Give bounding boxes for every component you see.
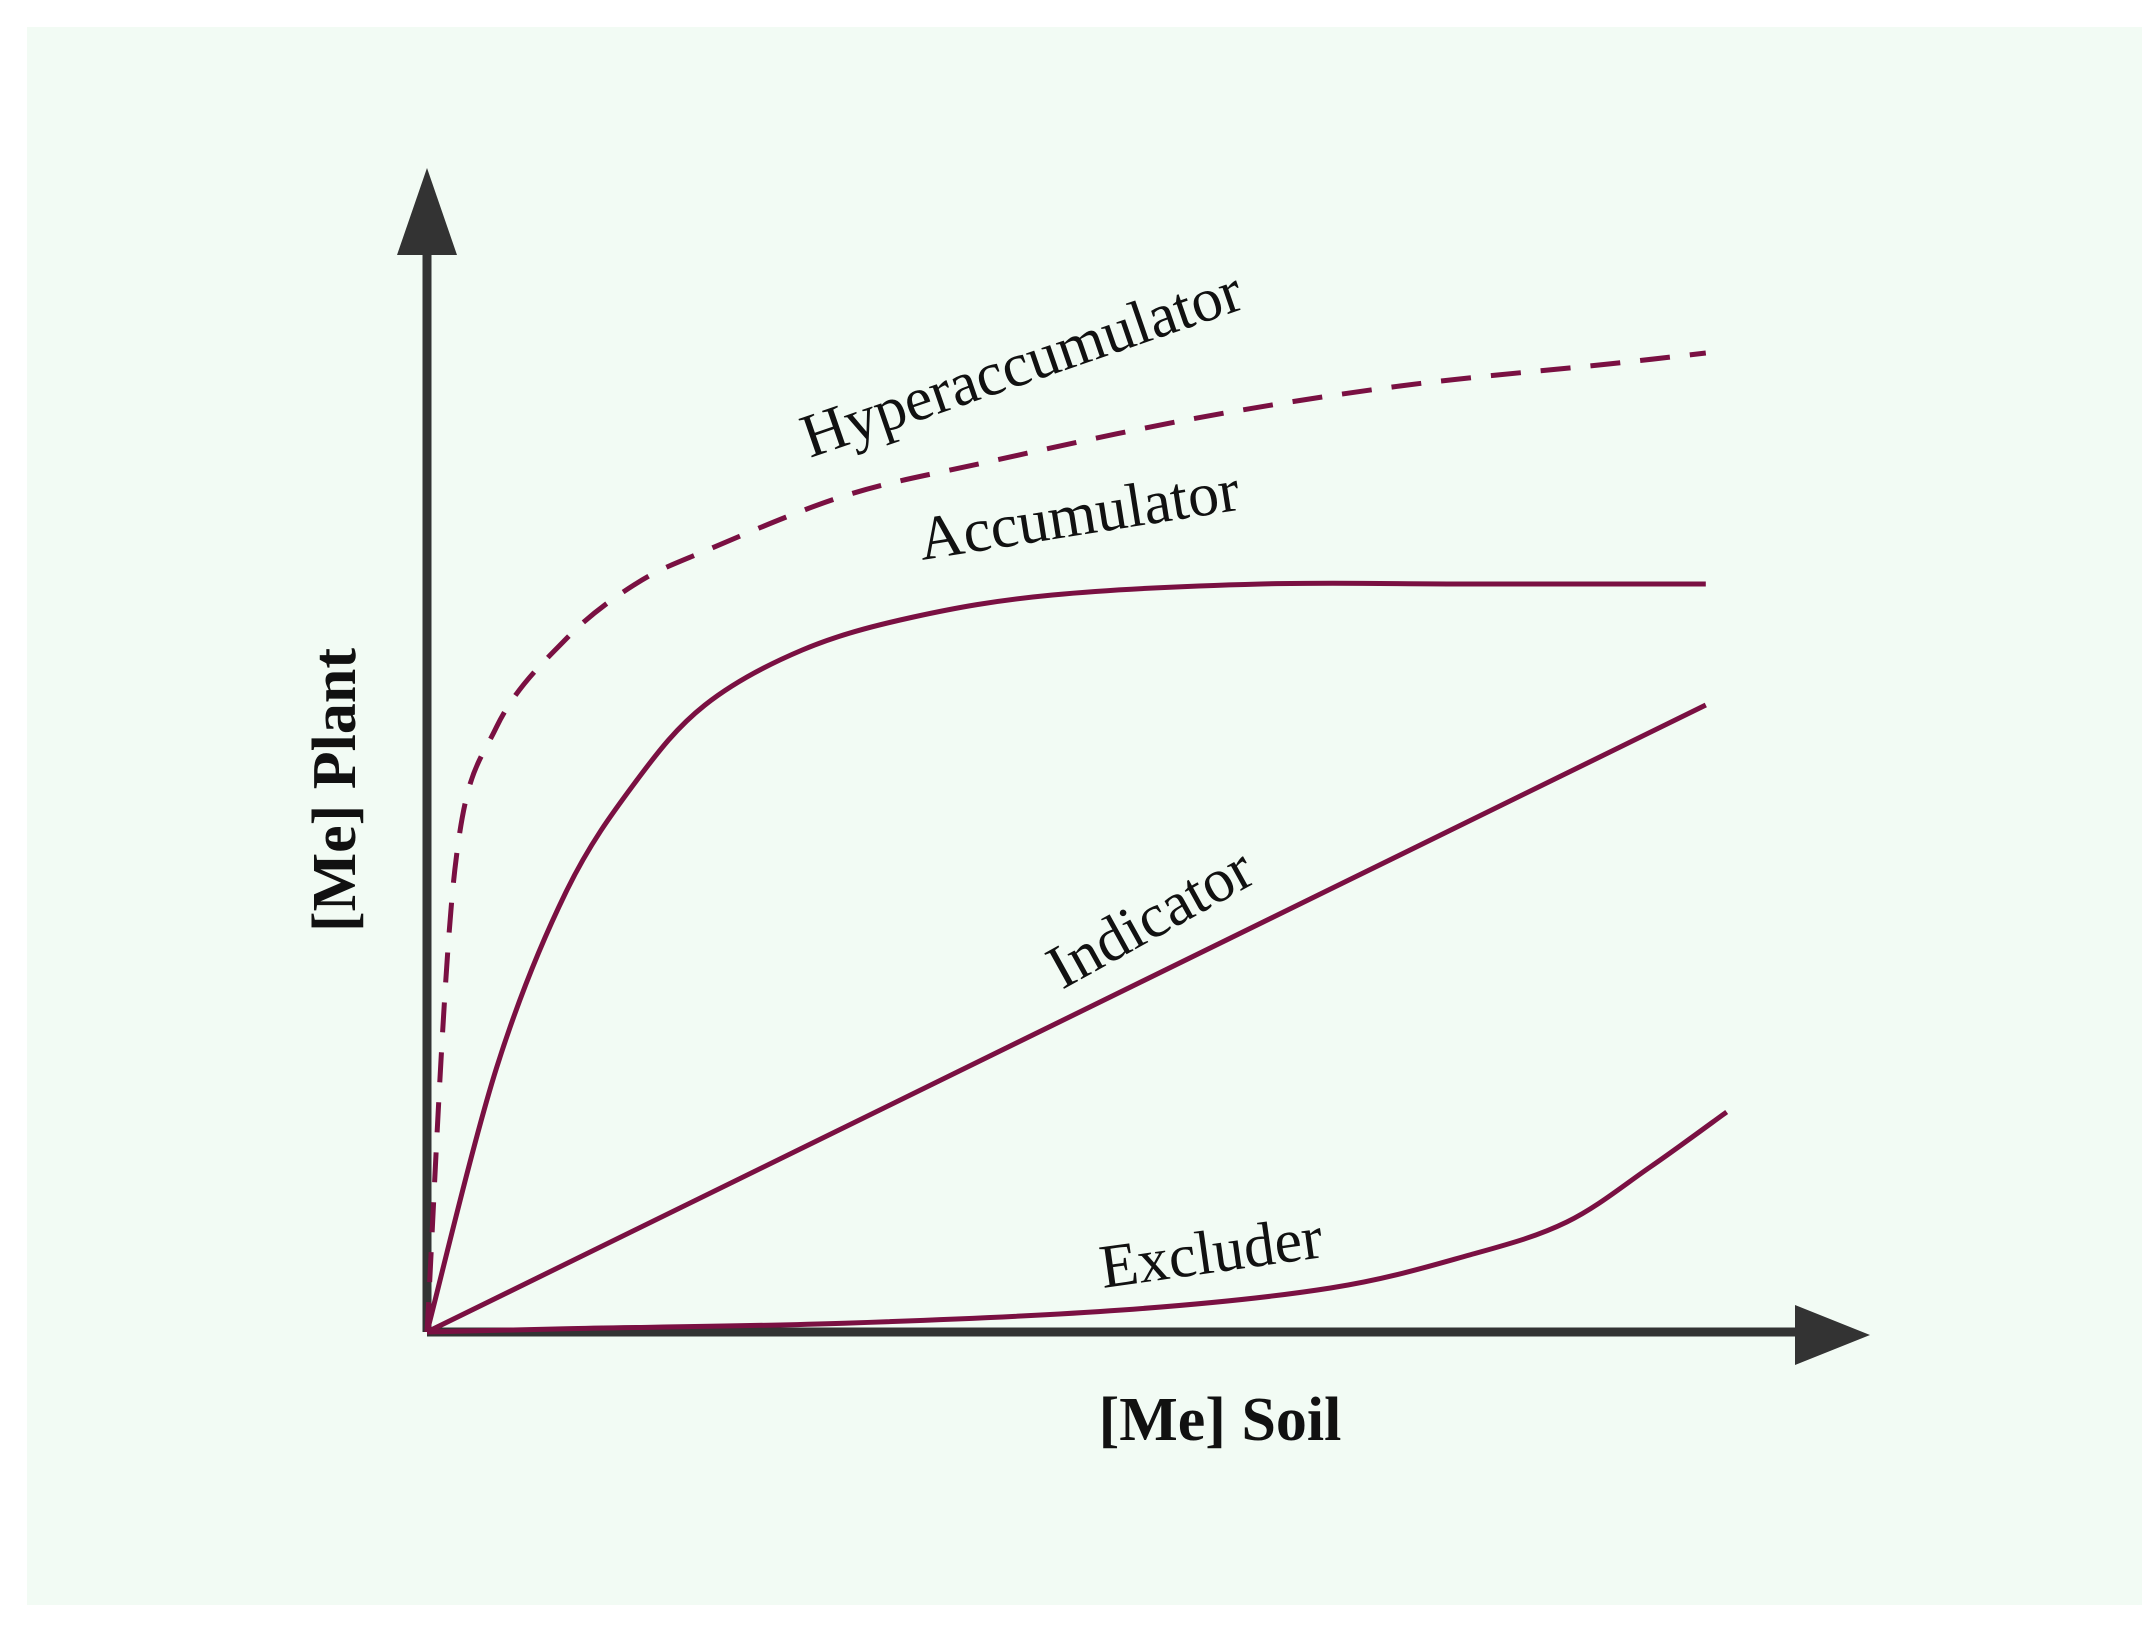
x-axis-arrowhead bbox=[1795, 1305, 1870, 1365]
series-label-excluder: Excluder bbox=[1095, 1203, 1326, 1302]
y-axis-label: [Me] Plant bbox=[301, 648, 369, 932]
x-axis-label: [Me] Soil bbox=[1099, 1386, 1342, 1454]
curves bbox=[424, 350, 1729, 1335]
curve-accumulator bbox=[424, 580, 1706, 1333]
axes bbox=[397, 168, 1870, 1365]
y-axis-arrowhead bbox=[397, 168, 457, 255]
curve-hyperaccumulator bbox=[424, 350, 1707, 1333]
curve-indicator bbox=[425, 702, 1707, 1335]
chart-background bbox=[27, 27, 2142, 1605]
series-label-accumulator: Accumulator bbox=[914, 456, 1245, 574]
curve-labels: Hyperaccumulator Accumulator Indicator E… bbox=[792, 257, 1326, 1302]
curve-excluder bbox=[426, 1109, 1729, 1335]
series-label-hyperaccumulator: Hyperaccumulator bbox=[792, 257, 1251, 472]
